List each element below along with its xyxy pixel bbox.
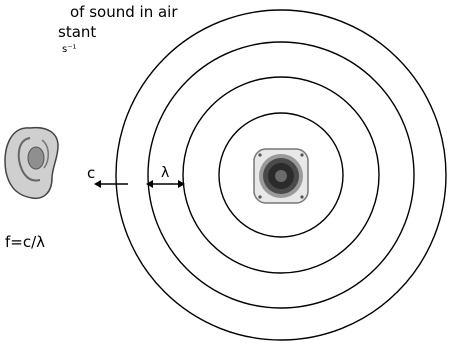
caption-line-3: s⁻¹ — [62, 44, 77, 55]
wavefront-ring-2 — [182, 76, 380, 274]
wavelength-label: λ — [161, 165, 169, 181]
caption-line-1: of sound in air — [70, 3, 178, 21]
speed-label: c — [87, 164, 95, 182]
frequency-formula: f=c/λ — [5, 233, 45, 251]
wavefront-ring-1 — [218, 112, 344, 238]
speaker-icon — [253, 148, 309, 204]
wavefront-ring-3 — [147, 41, 415, 309]
wavefronts — [115, 9, 447, 341]
wavefront-ring-4 — [115, 9, 447, 341]
ear-icon — [4, 126, 59, 200]
double-arrow-icon — [146, 180, 185, 188]
caption-line-2: stant — [58, 23, 97, 41]
left-arrow-icon — [94, 180, 128, 188]
